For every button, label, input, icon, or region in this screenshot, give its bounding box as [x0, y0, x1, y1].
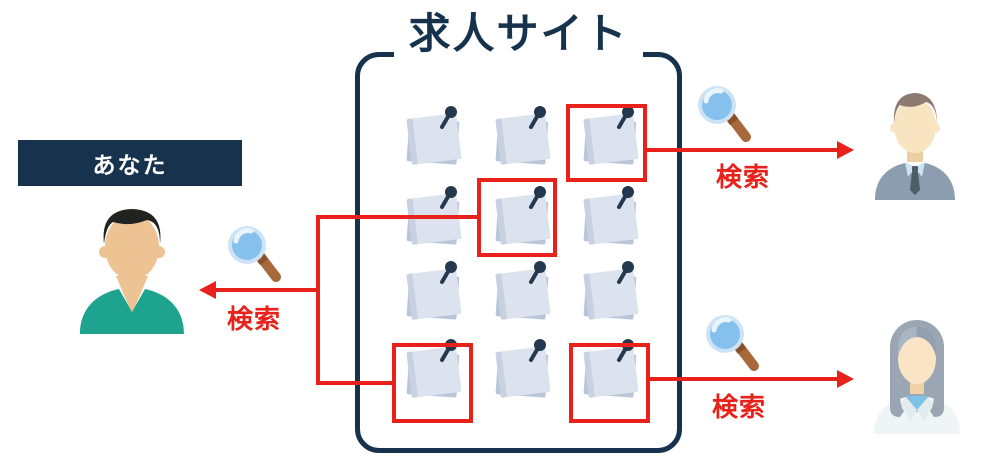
you-label-box: あなた — [18, 140, 242, 186]
connector-line-middle-note — [316, 215, 478, 219]
sticky-note-icon — [399, 336, 469, 400]
highlight-box-r4c3 — [569, 343, 650, 423]
highlight-box-r2c2 — [477, 178, 557, 257]
magnifier-icon — [694, 82, 756, 146]
connector-arrow-left-shaft — [214, 288, 318, 292]
highlight-box-r1c3 — [566, 104, 647, 182]
sticky-note-icon — [576, 258, 646, 322]
magnifier-icon — [224, 222, 286, 286]
sticky-note-icon — [488, 183, 558, 247]
search-label-top-right: 検索 — [715, 162, 770, 192]
sticky-note-icon — [399, 183, 469, 247]
you-label: あなた — [92, 152, 168, 178]
sticky-note-icon — [488, 258, 558, 322]
arrowhead-topright-icon — [837, 141, 854, 159]
search-label-left: 検索 — [226, 304, 281, 334]
search-label-bottom-right: 検索 — [711, 392, 766, 422]
female-jobseeker-avatar — [870, 314, 964, 434]
sticky-note-icon — [488, 336, 558, 400]
connector-arrow-topright-shaft — [645, 148, 838, 152]
connector-arrow-bottomright-shaft — [650, 377, 838, 381]
magnifier-icon — [702, 311, 764, 375]
sticky-note-icon — [399, 103, 469, 167]
arrowhead-left-icon — [199, 281, 216, 299]
male-jobseeker-avatar — [869, 86, 961, 200]
sticky-note-icon — [488, 103, 558, 167]
board-title: 求人サイト — [394, 10, 643, 58]
sticky-note-icon — [576, 183, 646, 247]
sticky-note-icon — [576, 103, 646, 167]
arrowhead-bottomright-icon — [837, 370, 854, 388]
sticky-note-icon — [576, 336, 646, 400]
you-avatar — [68, 200, 196, 334]
highlight-box-r4c1 — [392, 343, 473, 423]
board-title-wrap: 求人サイト — [335, 10, 702, 58]
connector-line-vertical — [316, 215, 320, 385]
connector-line-bottom-note — [316, 381, 394, 385]
sticky-note-icon — [399, 258, 469, 322]
